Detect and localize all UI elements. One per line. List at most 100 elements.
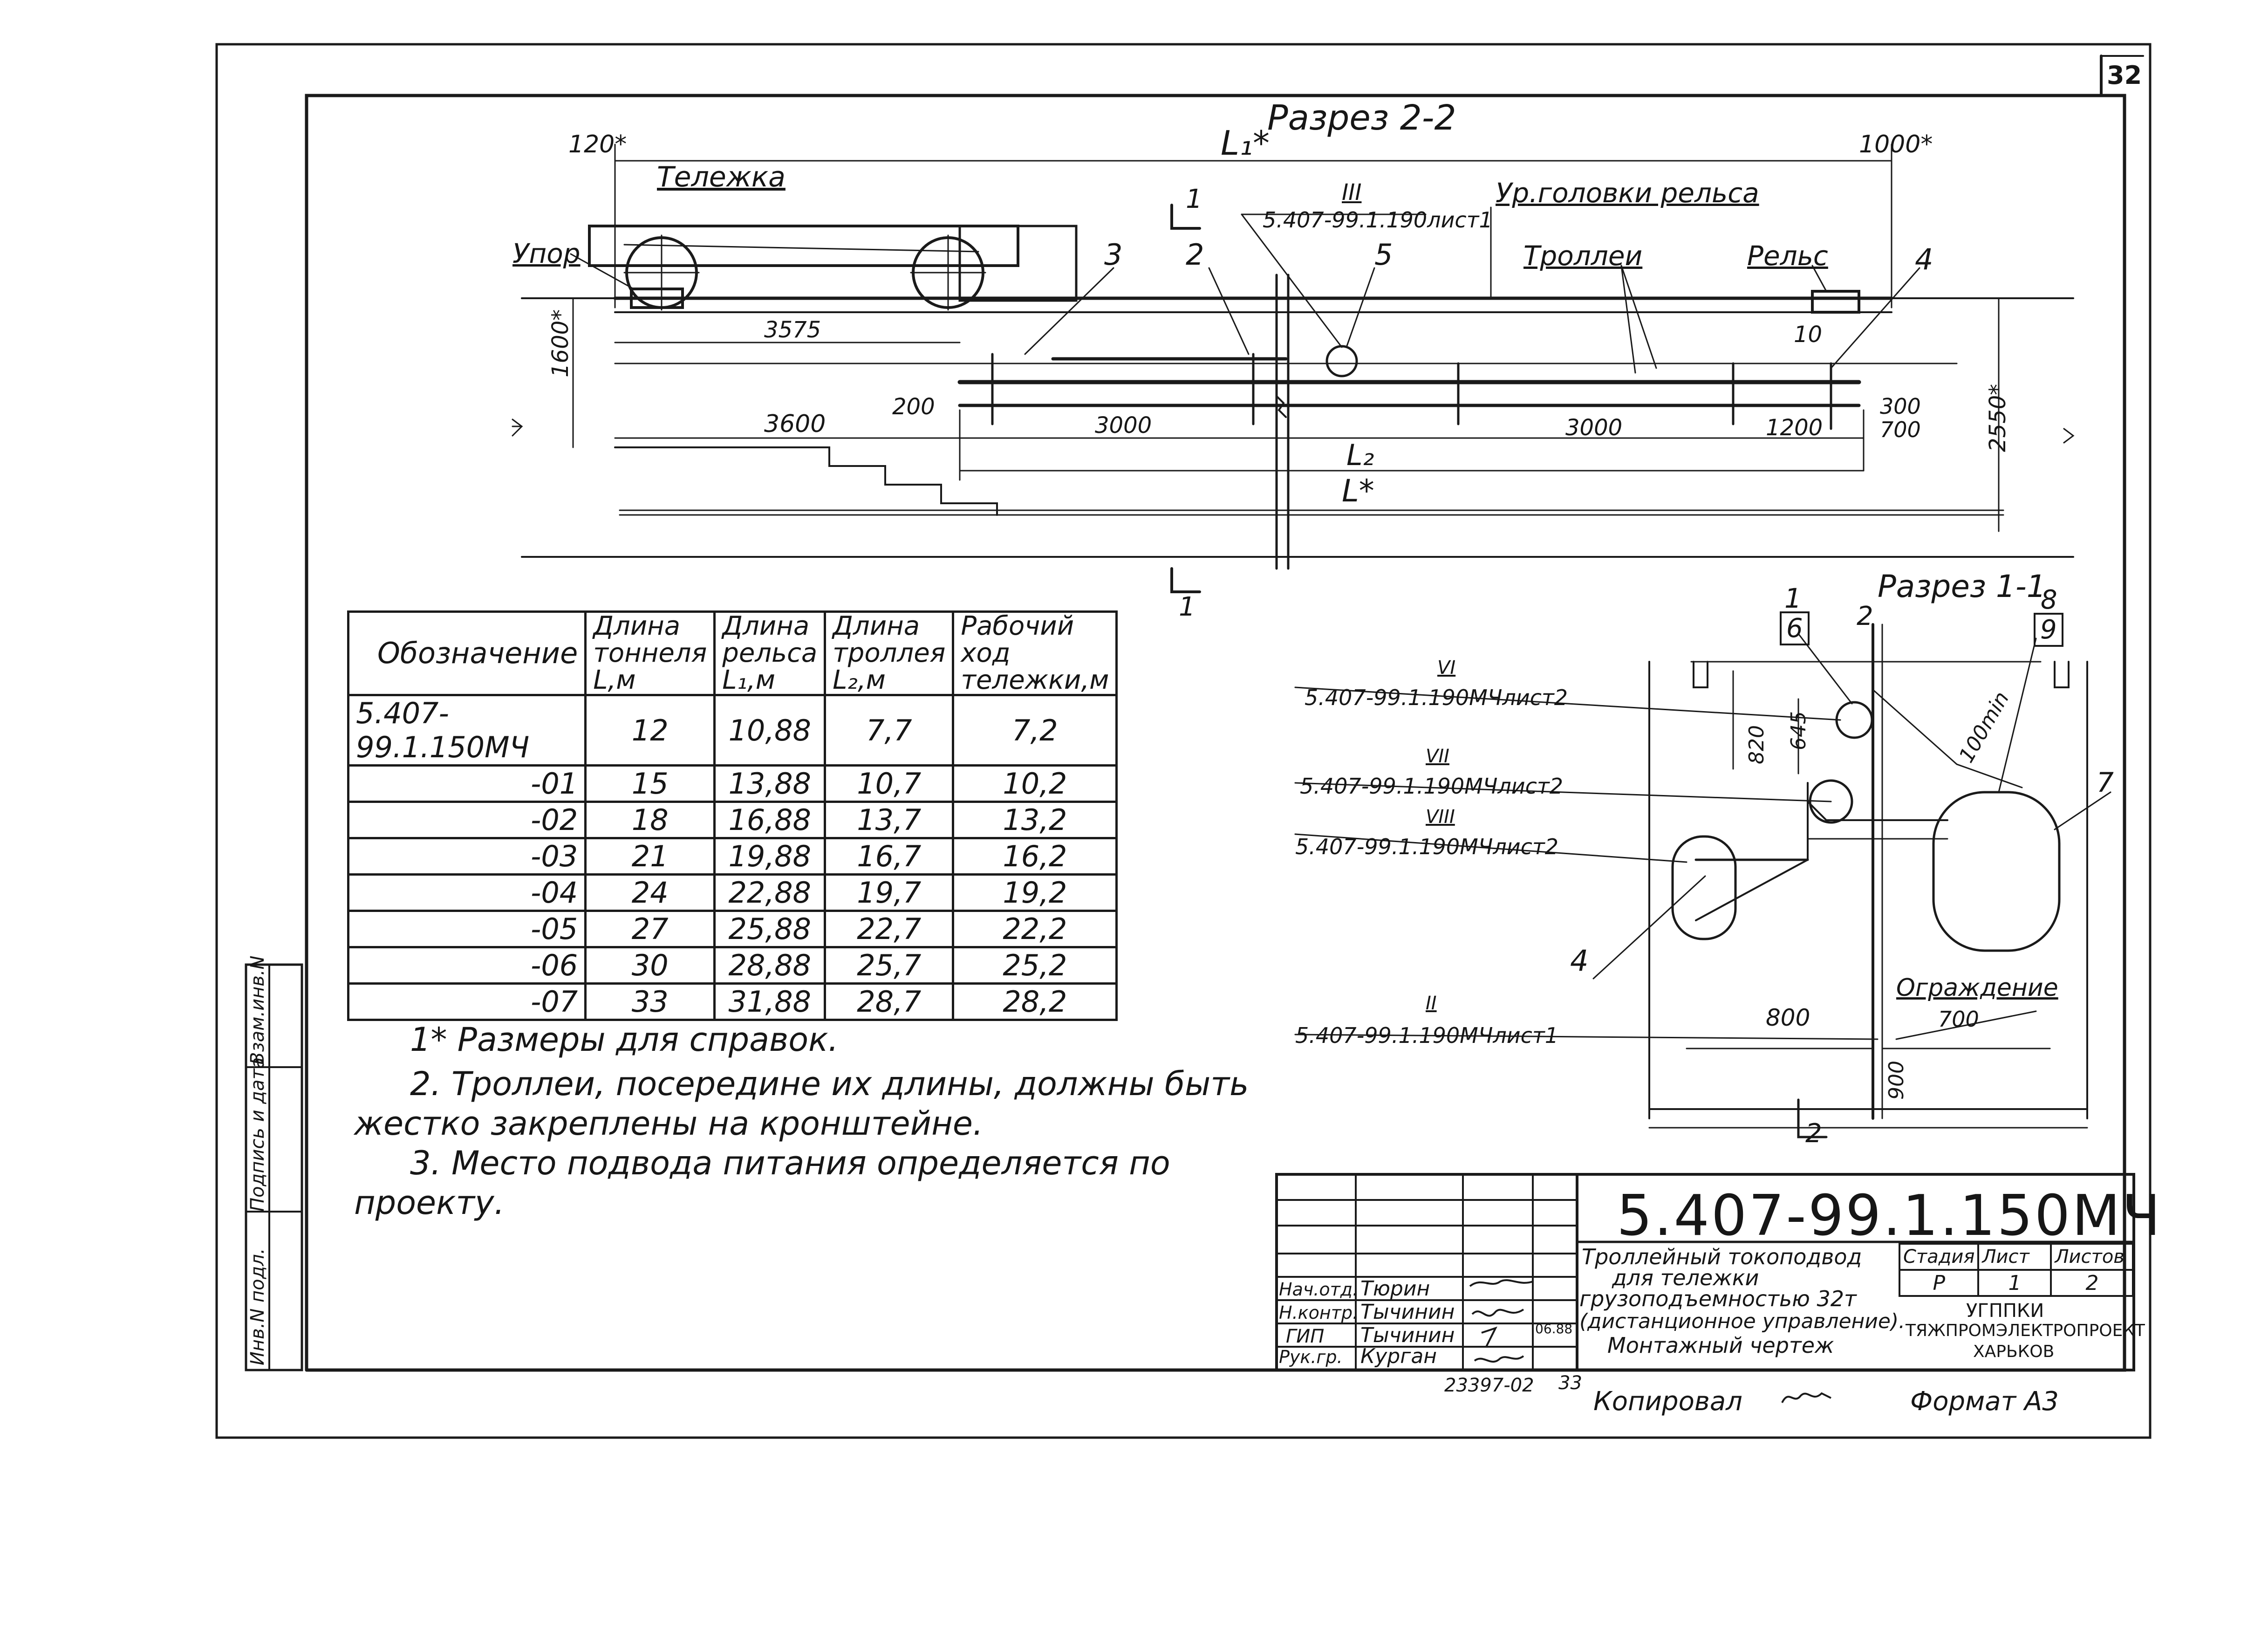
ref-viii-sheet: 5.407-99.1.190МЧлист2: [1295, 834, 1559, 859]
cell-stroke: 19,2: [952, 873, 1118, 912]
cell-trolley: 25,7: [824, 946, 955, 985]
table-row: -07 33 31,88 28,7 28,2: [347, 982, 1118, 1021]
cell-trolley: 22,7: [824, 910, 955, 948]
dim-120: 120*: [568, 130, 627, 158]
tb-name-2: Тычинин: [1360, 1300, 1455, 1324]
tb-role-1: Нач.отд.: [1279, 1279, 1359, 1300]
cell-tunnel: 21: [584, 837, 716, 876]
header-designation: Обозначение: [347, 610, 587, 696]
pos-7: 7: [2097, 767, 2114, 798]
cell-tunnel: 12: [584, 694, 716, 767]
tb-role-4: Рук.гр.: [1279, 1347, 1343, 1367]
cell-designation: -07: [347, 982, 587, 1021]
dim-1600: 1600*: [547, 309, 574, 377]
table-row: -04 24 22,88 19,7 19,2: [347, 873, 1118, 912]
stamp-inv-no: Инв.N подл.: [247, 1248, 268, 1365]
tb-org-2: ТЯЖПРОМЭЛЕКТРОПРОЕКТ: [1906, 1321, 2145, 1340]
header-trolley-length: Длина троллея L₂,м: [824, 610, 955, 696]
cell-rail: 25,88: [713, 910, 827, 948]
tb-sheet-header: Лист: [1977, 1243, 2052, 1271]
ref-sheet-2-2: 5.407-99.1.190лист1: [1263, 207, 1493, 233]
cell-stroke: 7,2: [952, 694, 1118, 767]
tb-desc-3: грузоподъемностью 32т: [1579, 1286, 1857, 1311]
dim-3575: 3575: [764, 317, 821, 343]
dim-3000-right: 3000: [1565, 415, 1623, 441]
tb-stage-header: Стадия: [1898, 1243, 1980, 1271]
tb-desc-5: Монтажный чертеж: [1607, 1333, 1834, 1358]
label-trolleys: Троллеи: [1523, 240, 1643, 272]
table-row: -02 18 16,88 13,7 13,2: [347, 801, 1118, 839]
dim-2550: 2550*: [1985, 384, 2011, 452]
label-rail-level: Ур.головки рельса: [1496, 177, 1759, 209]
dim-900: 900: [1885, 1061, 1908, 1100]
cell-rail: 31,88: [713, 982, 827, 1021]
dim-800: 800: [1766, 1004, 1810, 1031]
label-rail: Рельс: [1747, 240, 1828, 272]
ref-vii-roman: VII: [1426, 746, 1449, 767]
pos-2: 2: [1857, 601, 1873, 631]
cut-mark-bottom: 1: [1179, 592, 1195, 622]
spec-table-header: Обозначение Длина тоннеля L,м Длина рель…: [347, 610, 1118, 696]
pos-8: 8: [2041, 585, 2057, 615]
cell-designation: -01: [347, 764, 587, 803]
table-row: 5.407-99.1.150МЧ 12 10,88 7,7 7,2: [347, 694, 1118, 767]
pos-6: 6: [1780, 611, 1810, 645]
cell-tunnel: 24: [584, 873, 716, 912]
note-1: 1* Размеры для справок.: [410, 1021, 839, 1059]
cell-tunnel: 15: [584, 764, 716, 803]
dim-300: 300: [1880, 394, 1921, 419]
ref-ii-roman: II: [1426, 993, 1437, 1014]
pos-9: 9: [2034, 613, 2063, 647]
position-3: 3: [1104, 238, 1123, 272]
cell-rail: 19,88: [713, 837, 827, 876]
cell-stroke: 25,2: [952, 946, 1118, 985]
cell-tunnel: 33: [584, 982, 716, 1021]
cut-mark-top: 1: [1186, 184, 1202, 214]
header-rail-length: Длина рельса L₁,м: [713, 610, 827, 696]
label-cart: Тележка: [657, 161, 786, 193]
stamp-sign-date: Подпись и дата: [247, 1057, 268, 1212]
cell-rail: 10,88: [713, 694, 827, 767]
cell-rail: 22,88: [713, 873, 827, 912]
cell-designation: -02: [347, 801, 587, 839]
dim-rail-length: L₁*: [1221, 123, 1270, 163]
doc-code: 5.407-99.1.150МЧ: [1617, 1184, 2163, 1248]
tb-org-3: ХАРЬКОВ: [1973, 1342, 2055, 1361]
position-4: 4: [1915, 242, 1933, 276]
cell-trolley: 28,7: [824, 982, 955, 1021]
tb-name-4: Курган: [1360, 1344, 1437, 1368]
cell-stroke: 10,2: [952, 764, 1118, 803]
dim-700-1-1: 700: [1938, 1007, 1979, 1032]
tb-role-2: Н.контр.: [1279, 1302, 1359, 1323]
tb-sheets-header: Листов: [2050, 1243, 2134, 1271]
dim-1200: 1200: [1766, 415, 1823, 441]
cell-designation: -05: [347, 910, 587, 948]
cell-trolley: 10,7: [824, 764, 955, 803]
dim-645: 645: [1787, 711, 1810, 750]
copier-signature: [1781, 1392, 1831, 1403]
tb-stage-table: Стадия Лист Листов Р 1 2: [1898, 1243, 2134, 1297]
dim-3000-left: 3000: [1095, 412, 1152, 439]
tb-desc-2: для тележки: [1612, 1265, 1759, 1290]
signature-marks: [1469, 1279, 1533, 1363]
dim-trolley-length: L₂: [1346, 438, 1374, 472]
dim-tunnel-length: L*: [1342, 473, 1374, 509]
spec-table: Обозначение Длина тоннеля L,м Длина рель…: [347, 610, 1118, 1021]
pos-1: 1: [1784, 583, 1802, 614]
footer-copied: Копировал: [1593, 1386, 1742, 1417]
tb-sheets-value: 2: [2050, 1269, 2134, 1297]
table-row: -03 21 19,88 16,7 16,2: [347, 837, 1118, 876]
cell-stroke: 13,2: [952, 801, 1118, 839]
section-1-1-title: Разрез 1-1: [1878, 569, 2046, 604]
cell-designation: -03: [347, 837, 587, 876]
note-2: 2. Троллеи, посередине их длины, должны …: [410, 1065, 1249, 1103]
cell-stroke: 22,2: [952, 910, 1118, 948]
ref-vii-sheet: 5.407-99.1.190МЧлист2: [1300, 774, 1564, 799]
cell-stroke: 16,2: [952, 837, 1118, 876]
footer-inv-suffix: 33: [1558, 1372, 1582, 1394]
stamp-replace-inv: Взам.инв.N: [247, 955, 268, 1065]
tb-name-1: Тюрин: [1360, 1277, 1430, 1301]
cell-trolley: 19,7: [824, 873, 955, 912]
title-block-rows: [1277, 1254, 1577, 1370]
